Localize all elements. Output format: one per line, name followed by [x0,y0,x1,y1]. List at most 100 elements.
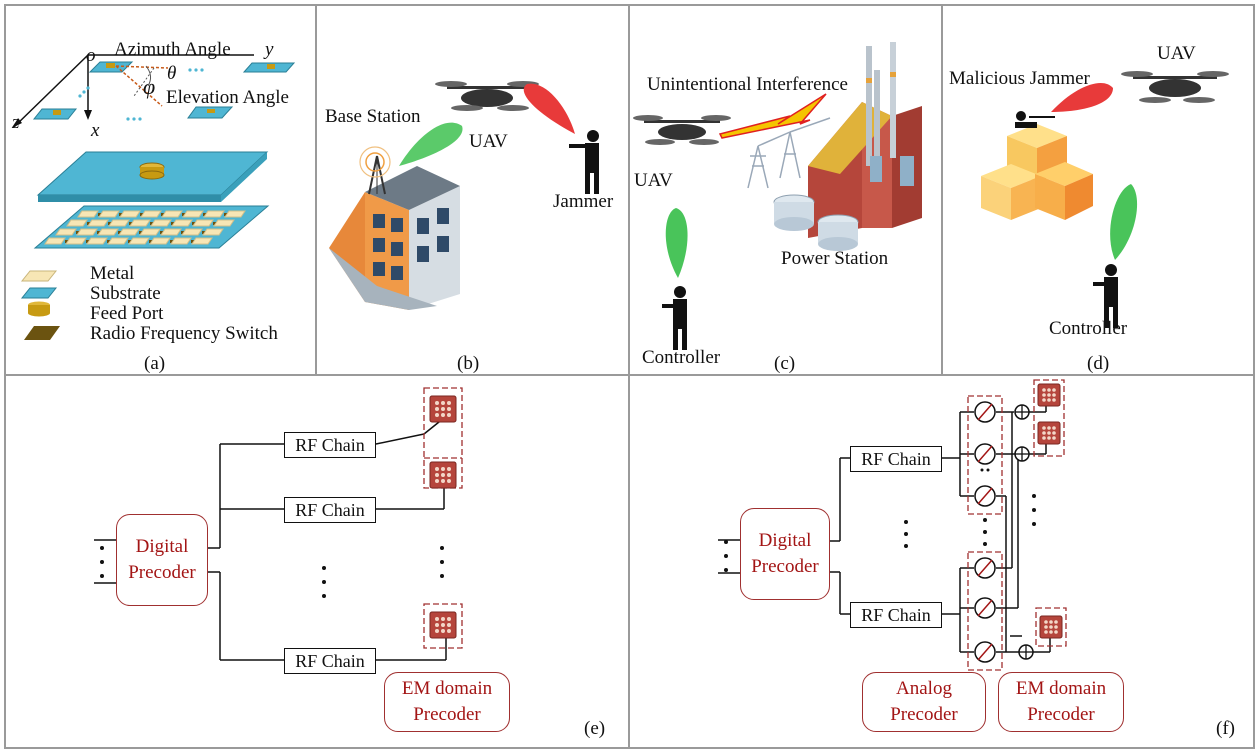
metal-cell [98,210,120,218]
controller-label-c: Controller [642,347,721,368]
digital-precoder-box: Digital Precoder [116,514,208,606]
metal-cell [97,228,119,236]
caption-e: (e) [584,718,606,739]
rf-switch-cell [181,231,185,234]
metal-cell [76,228,98,236]
antenna-array-illustration [13,54,296,340]
rf-switch-cell [128,240,132,243]
metal-cell [65,237,87,245]
malicious-jammer-scene [981,71,1229,328]
rf-switch-cell [76,231,80,234]
z-axis-label: z [12,112,20,133]
caption-c: (c) [774,353,796,374]
metal-cell [149,237,171,245]
metal-cell [139,228,161,236]
base-station-scene [329,81,599,310]
em-precoder-line2: Precoder [413,704,481,725]
rf-switch-cell [140,213,144,216]
caption-f: (f) [1216,718,1235,739]
panel-e-wiring [94,387,463,661]
em-precoder-line2-f: Precoder [1027,704,1095,725]
metal-cell [66,219,88,227]
metal-cell [44,237,66,245]
y-axis-label: y [265,39,274,60]
elevation-label: Elevation Angle [166,87,289,108]
metal-cell [107,237,129,245]
theta-label: θ [167,63,177,84]
rf-switch-cell [108,222,112,225]
metal-cell [191,237,213,245]
rf-switch-cell [202,231,206,234]
malicious-jammer-label: Malicious Jammer [949,68,1090,89]
digital-precoder-box-f: Digital Precoder [740,508,830,600]
controller-label-d: Controller [1049,318,1128,339]
metal-cell [87,219,109,227]
panel-f-wiring [718,379,1067,671]
metal-cell [181,228,203,236]
rf-switch-cell [161,213,165,216]
analog-precoder-line2: Precoder [890,704,958,725]
panel-e-em-precoding-architecture: Digital Precoder RF Chain RF Chain RF Ch… [4,374,630,749]
metal-cell [171,219,193,227]
rf-switch-cell [98,213,102,216]
panel-d-malicious-jammer-scenario: Malicious Jammer UAV Controller (d) [941,4,1255,376]
legend-substrate: Substrate [90,283,161,304]
azimuth-label: Azimuth Angle [114,39,231,60]
rf-switch-cell [107,240,111,243]
rf-switch-cell [129,222,133,225]
x-axis-label: x [91,120,100,141]
rf-switch-cell [191,240,195,243]
rf-chain-box-1: RF Chain [284,432,376,458]
legend-rf-switch: Radio Frequency Switch [90,323,278,344]
rf-chain-box-f1: RF Chain [850,446,942,472]
metal-cell [213,219,235,227]
panel-c-power-station-scenario: Unintentional Interference UAV Power Sta… [628,4,943,376]
power-station-scene [633,42,922,350]
rf-switch-cell [149,240,153,243]
rf-switch-cell [224,213,228,216]
panel-f-hybrid-precoding-architecture: Digital Precoder RF Chain RF Chain Analo… [628,374,1255,749]
metal-cell [86,237,108,245]
legend-metal: Metal [90,263,135,284]
rf-switch-cell [170,240,174,243]
rf-switch-cell [86,240,90,243]
metal-cell [170,237,192,245]
rf-switch-cell [182,213,186,216]
metal-cell [140,210,162,218]
rf-chain-box-3: RF Chain [284,648,376,674]
em-domain-precoder-box-f: EM domain Precoder [998,672,1124,732]
metal-cell [129,219,151,227]
rf-switch-cell [118,231,122,234]
panel-a-antenna-structure: o Azimuth Angle y θ φ Elevation Angle z … [4,4,317,376]
caption-d: (d) [1087,353,1110,374]
digital-precoder-line2-f: Precoder [751,556,819,577]
em-domain-precoder-box: EM domain Precoder [384,672,510,732]
analog-precoder-line1: Analog [896,678,952,700]
caption-a: (a) [144,353,166,374]
metal-cell [118,228,140,236]
rf-switch-cell [192,222,196,225]
jammer-label: Jammer [553,191,614,212]
metal-cell [77,210,99,218]
em-precoder-line1: EM domain [401,678,493,700]
digital-precoder-line1: Digital [135,536,189,558]
digital-precoder-line1-f: Digital [758,530,812,552]
power-station-label: Power Station [781,248,889,269]
rf-switch-cell [87,222,91,225]
rf-chain-box-f2: RF Chain [850,602,942,628]
rf-switch-cell [203,213,207,216]
metal-cell [202,228,224,236]
rf-chain-box-2: RF Chain [284,497,376,523]
base-station-label: Base Station [325,106,421,127]
interference-label: Unintentional Interference [647,74,848,95]
legend-feed-port: Feed Port [90,303,164,324]
uav-label-d: UAV [1157,43,1196,64]
metal-cell [224,210,246,218]
caption-b: (b) [457,353,480,374]
metal-cell [192,219,214,227]
analog-precoder-box: Analog Precoder [862,672,986,732]
rf-switch-cell [213,222,217,225]
em-precoder-line1-f: EM domain [1015,678,1107,700]
metal-cell [119,210,141,218]
rf-switch-cell [171,222,175,225]
